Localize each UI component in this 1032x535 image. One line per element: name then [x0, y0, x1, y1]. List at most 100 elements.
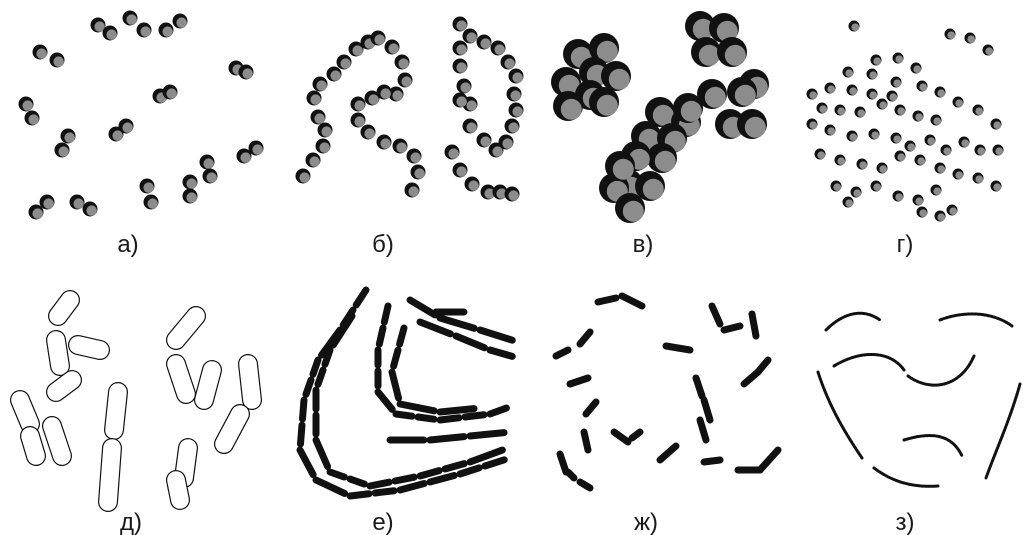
coccus-core — [993, 121, 1001, 129]
rod-body — [204, 370, 212, 400]
coccus-cell — [365, 91, 380, 106]
rod-body — [176, 480, 180, 500]
streptobacillus-cell — [430, 437, 464, 440]
coccus-cell — [847, 131, 858, 142]
coccus-cell — [140, 179, 155, 194]
panel-label-a: а) — [117, 231, 138, 258]
coccus-cell — [911, 63, 922, 74]
coccus-core — [28, 114, 39, 125]
streptobacillus-cell — [330, 472, 344, 477]
coccus-core — [879, 101, 887, 109]
bent-rod-cell — [598, 298, 616, 302]
coccus-core — [206, 172, 217, 183]
coccus-core — [851, 23, 859, 31]
coccus-core — [508, 122, 519, 132]
coccus-core — [364, 128, 375, 139]
streptobacillus-cell — [480, 330, 512, 340]
panel-a-diplococci — [19, 11, 264, 220]
coccus-core — [895, 55, 903, 63]
coccus-cell — [463, 119, 478, 134]
streptobacillus-cell — [470, 433, 504, 436]
coccus-core — [853, 189, 861, 197]
streptobacillus-cell — [300, 425, 302, 444]
coccus-cell — [239, 65, 254, 80]
streptobacillus-cell — [396, 414, 412, 416]
bent-rod-cell — [584, 432, 588, 450]
coccus-cell — [983, 45, 994, 56]
coccus-cell — [407, 149, 422, 164]
coccus-cell — [887, 91, 898, 102]
coccus-cell — [843, 197, 854, 208]
coccus-cell — [405, 183, 420, 198]
coccus-cell — [19, 97, 34, 112]
coccus-core — [36, 48, 47, 59]
coccus-core — [975, 107, 983, 115]
coccus-core — [849, 133, 857, 141]
coccus-cell — [398, 73, 413, 88]
coccus-cell — [351, 113, 366, 128]
coccus-core — [699, 45, 720, 66]
coccus-core — [873, 57, 881, 65]
bent-rod-cell — [568, 472, 574, 478]
coccus-cell — [891, 77, 902, 88]
coccus-core — [242, 68, 253, 79]
coccus-core — [448, 148, 459, 159]
coccus-core — [919, 209, 927, 217]
rod-body — [20, 400, 30, 424]
coccus-core — [140, 26, 151, 37]
coccus-cell — [835, 105, 846, 116]
spirochete-cell — [908, 356, 974, 385]
coccus-core — [893, 135, 901, 143]
coccus-core — [937, 213, 945, 221]
coccus-core — [827, 127, 835, 135]
coccus-core — [340, 58, 351, 69]
coccus-cell — [491, 41, 506, 56]
streptobacillus-cell — [350, 479, 364, 484]
coccus-core — [186, 192, 197, 203]
coccus-cell — [935, 87, 946, 98]
streptobacillus-cell — [370, 482, 389, 486]
streptobacillus-cell — [313, 360, 318, 374]
coccus-cell — [847, 85, 858, 96]
bent-rod-cell — [614, 432, 628, 442]
coccus-cell — [249, 141, 264, 156]
streptobacillus-cell — [420, 471, 439, 476]
coccus-core — [845, 199, 853, 207]
coccus-cell — [965, 33, 976, 44]
rod-body — [56, 380, 72, 392]
coccus-cell — [915, 155, 926, 166]
coccus-core — [510, 90, 521, 101]
rod-body — [58, 300, 70, 316]
coccus-cell — [316, 139, 331, 154]
coccus-cell — [501, 55, 516, 70]
coccus-cell — [103, 26, 118, 41]
streptobacillus-cell — [316, 480, 345, 493]
rod-body — [78, 345, 100, 350]
coccus-core — [745, 117, 766, 138]
coccus-core — [643, 179, 664, 200]
coccus-core — [122, 122, 132, 132]
coccus-cell — [509, 69, 524, 84]
coccus-core — [897, 107, 905, 115]
streptobacillus-cell — [395, 477, 414, 481]
coccus-core — [106, 29, 117, 40]
coccus-core — [512, 106, 523, 117]
coccus-core — [64, 132, 75, 143]
coccus-core — [492, 146, 503, 157]
bent-rod-cell — [752, 314, 756, 336]
bent-rod-cell — [760, 450, 778, 470]
bent-rod-cell — [660, 446, 676, 460]
coccus-cell — [843, 67, 854, 78]
coccus-cell — [877, 99, 888, 110]
coccus-core — [995, 147, 1003, 155]
coccus-cell — [505, 119, 520, 134]
coccus-cell — [137, 23, 152, 38]
rod-body — [108, 448, 112, 502]
coccus-cell — [589, 87, 619, 117]
coccus-cell — [691, 37, 721, 67]
coccus-core — [947, 31, 955, 39]
coccus-cell — [489, 143, 504, 158]
rod-body — [176, 316, 196, 340]
streptobacillus-cell — [400, 328, 404, 344]
